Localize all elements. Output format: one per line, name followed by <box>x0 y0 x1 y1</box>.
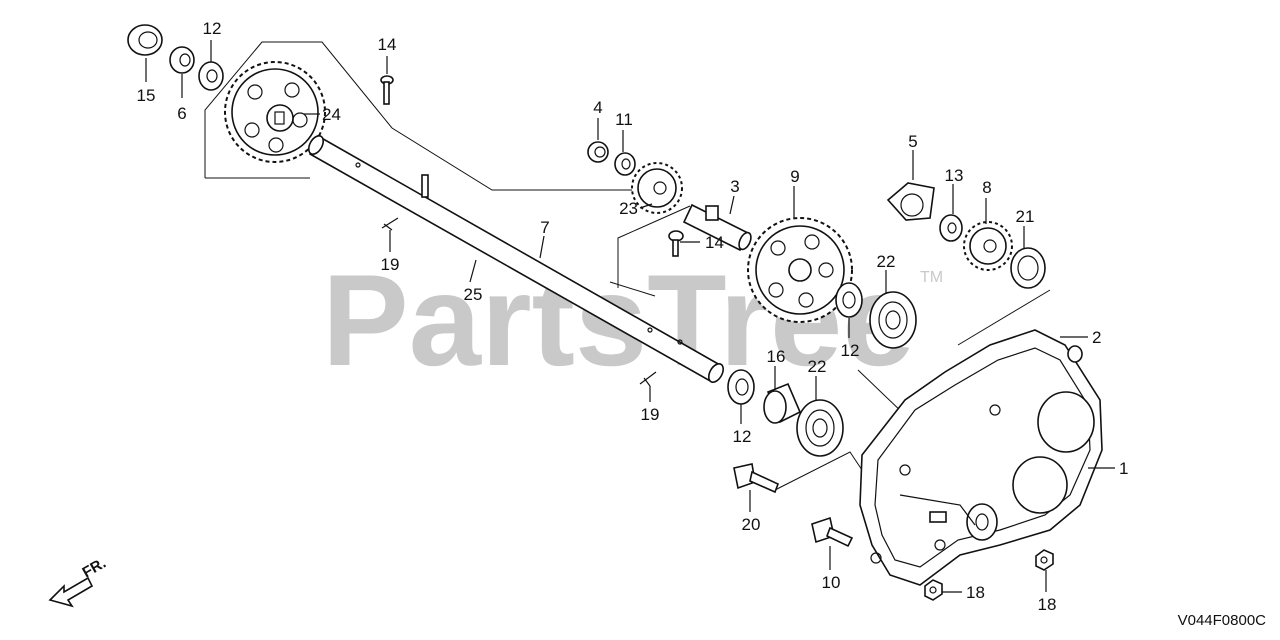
label-15[interactable]: 15 <box>137 86 156 105</box>
label-5[interactable]: 5 <box>908 132 917 151</box>
part-labels: 15 6 12 14 24 4 11 23 3 9 5 13 8 21 14 7… <box>137 19 1129 614</box>
part-20-bolt[interactable] <box>733 463 780 494</box>
label-23[interactable]: 23 <box>619 199 638 218</box>
group-outline-case-right <box>957 289 1051 346</box>
diagram-code: V044F0800C <box>1178 612 1267 629</box>
part-24-large-gear[interactable] <box>224 61 326 163</box>
label-14-top[interactable]: 14 <box>378 35 397 54</box>
part-11-washer[interactable] <box>614 152 636 176</box>
part-13-washer[interactable] <box>939 214 963 242</box>
label-25[interactable]: 25 <box>464 285 483 304</box>
part-19-clip-upper[interactable] <box>381 217 399 231</box>
label-18-left[interactable]: 18 <box>966 583 985 602</box>
group-outline-case-left <box>857 369 906 416</box>
front-direction-arrow: FR. <box>48 555 109 608</box>
part-5-seal[interactable] <box>886 182 935 221</box>
part-18-nut-right[interactable] <box>1035 549 1054 571</box>
label-16[interactable]: 16 <box>767 347 786 366</box>
part-12-washer-middle[interactable] <box>835 282 863 318</box>
group-outline-gear-23-base <box>609 281 656 297</box>
label-12-top[interactable]: 12 <box>203 19 222 38</box>
label-4[interactable]: 4 <box>593 98 602 117</box>
leader-lines <box>145 40 1115 593</box>
label-2[interactable]: 2 <box>1092 328 1101 347</box>
label-1[interactable]: 1 <box>1119 459 1128 478</box>
label-24[interactable]: 24 <box>322 105 341 124</box>
part-4-cap[interactable] <box>587 141 609 163</box>
part-10-bolt[interactable] <box>811 516 854 548</box>
part-1-gear-case[interactable] <box>859 329 1103 586</box>
part-9-gear[interactable] <box>747 217 853 323</box>
label-20[interactable]: 20 <box>742 515 761 534</box>
label-3[interactable]: 3 <box>730 177 739 196</box>
part-3-axle[interactable] <box>682 203 753 252</box>
part-22-bearing-lower[interactable] <box>796 399 844 457</box>
label-14-middle[interactable]: 14 <box>705 233 724 252</box>
part-25-shaft[interactable] <box>306 133 726 384</box>
direction-label: FR. <box>80 555 109 582</box>
watermark-trademark: TM <box>920 269 943 286</box>
group-outline-gear-24 <box>204 41 640 191</box>
label-18-right[interactable]: 18 <box>1038 595 1057 614</box>
label-21[interactable]: 21 <box>1016 207 1035 226</box>
part-14-pin-top[interactable] <box>380 75 394 105</box>
label-19-upper[interactable]: 19 <box>381 255 400 274</box>
part-16-bushing[interactable] <box>763 382 802 424</box>
group-outline-gear-23 <box>617 205 691 288</box>
part-14-pin-middle[interactable] <box>668 230 684 257</box>
label-19-lower[interactable]: 19 <box>641 405 660 424</box>
label-11[interactable]: 11 <box>615 110 633 129</box>
part-22-bearing-upper[interactable] <box>869 291 917 349</box>
label-22-lower[interactable]: 22 <box>808 357 827 376</box>
label-9[interactable]: 9 <box>790 167 799 186</box>
label-8[interactable]: 8 <box>982 178 991 197</box>
part-8-small-gear[interactable] <box>963 221 1013 271</box>
part-6-collar[interactable] <box>169 46 195 74</box>
part-21-bearing[interactable] <box>1010 247 1046 289</box>
part-15-cap[interactable] <box>127 24 163 56</box>
label-12-middle[interactable]: 12 <box>841 341 860 360</box>
part-23-small-gear[interactable] <box>631 162 683 214</box>
part-12-washer-lower[interactable] <box>727 369 755 405</box>
label-22-upper[interactable]: 22 <box>877 252 896 271</box>
part-2-dowel[interactable] <box>1067 345 1083 363</box>
label-6[interactable]: 6 <box>177 104 186 123</box>
label-13[interactable]: 13 <box>945 166 964 185</box>
part-18-nut-left[interactable] <box>924 579 943 601</box>
label-7[interactable]: 7 <box>540 218 549 237</box>
label-10[interactable]: 10 <box>822 573 841 592</box>
part-19-clip-lower[interactable] <box>639 371 657 387</box>
part-12-washer-top[interactable] <box>198 61 224 91</box>
group-outline-bolt-20 <box>774 451 863 491</box>
label-12-lower[interactable]: 12 <box>733 427 752 446</box>
